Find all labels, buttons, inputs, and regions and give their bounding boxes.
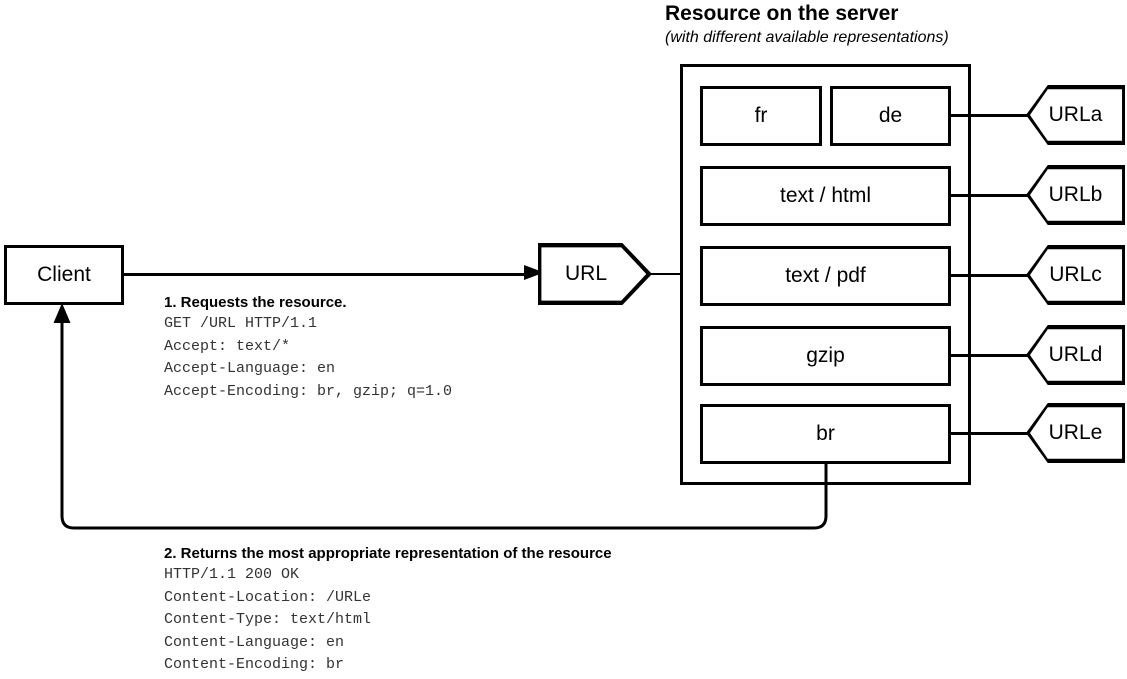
connector-urle xyxy=(949,432,1029,435)
representation-box-br[interactable]: br xyxy=(700,404,951,464)
representation-box-text-pdf[interactable]: text / pdf xyxy=(700,246,951,306)
url-tag-urld[interactable]: URLd xyxy=(1026,325,1125,385)
request-heading: 1. Requests the resource. xyxy=(164,294,347,311)
response-line: Content-Encoding: br xyxy=(164,656,345,673)
server-title: Resource on the server xyxy=(665,2,899,25)
url-node[interactable]: URL xyxy=(538,243,652,305)
response-heading: 2. Returns the most appropriate represen… xyxy=(164,545,612,562)
connector-urla xyxy=(949,114,1029,117)
representation-label: text / html xyxy=(779,184,872,207)
representation-label: fr xyxy=(754,104,768,127)
url-tag-label: URLd xyxy=(1048,343,1103,366)
response-line: Content-Location: /URLe xyxy=(164,588,372,606)
request-line: GET /URL HTTP/1.1 xyxy=(164,315,318,332)
response-line: Content-Type: text/html xyxy=(164,611,372,628)
representation-box-fr[interactable]: fr xyxy=(700,86,822,146)
connector-urlc xyxy=(949,274,1029,277)
request-note: 1. Requests the resource. GET /URL HTTP/… xyxy=(164,294,452,403)
representation-box-de[interactable]: de xyxy=(830,86,951,146)
response-line: HTTP/1.1 200 OK xyxy=(164,566,300,583)
representation-label: de xyxy=(878,104,903,127)
url-tag-urlb[interactable]: URLb xyxy=(1026,165,1125,225)
representation-box-gzip[interactable]: gzip xyxy=(700,326,951,386)
representation-box-text-html[interactable]: text / html xyxy=(700,166,951,226)
url-tag-label: URLe xyxy=(1048,421,1103,444)
request-line: Accept-Language: en xyxy=(164,360,336,377)
connector-urlb xyxy=(949,194,1029,197)
url-tag-inner: URLa xyxy=(1029,89,1123,141)
url-tag-inner: URLd xyxy=(1029,329,1123,381)
url-tag-label: URLc xyxy=(1049,263,1102,286)
url-tag-urle[interactable]: URLe xyxy=(1026,403,1125,463)
url-to-server-connector xyxy=(646,273,682,275)
representation-label: gzip xyxy=(806,344,845,367)
request-arrow-line xyxy=(124,273,534,276)
response-line: Content-Language: en xyxy=(164,633,345,651)
url-node-label: URL xyxy=(564,262,607,285)
connector-urld xyxy=(949,354,1029,357)
server-subtitle: (with different available representation… xyxy=(665,29,949,46)
url-tag-inner: URLb xyxy=(1029,169,1123,221)
request-line: Accept-Encoding: br, gzip; q=1.0 xyxy=(164,382,453,400)
url-tag-urlc[interactable]: URLc xyxy=(1026,245,1125,305)
request-arrow-head xyxy=(524,265,544,280)
url-tag-inner: URLe xyxy=(1029,407,1123,459)
url-tag-urla[interactable]: URLa xyxy=(1026,85,1125,145)
url-tag-label: URLa xyxy=(1048,103,1103,126)
response-arrow-head xyxy=(53,303,71,323)
url-tag-label: URLb xyxy=(1048,183,1103,206)
client-label: Client xyxy=(37,263,91,286)
url-node-inner: URL xyxy=(541,247,647,301)
representation-label: br xyxy=(816,422,835,445)
representation-label: text / pdf xyxy=(785,264,866,287)
request-line: Accept: text/* xyxy=(164,337,291,355)
client-node[interactable]: Client xyxy=(4,245,124,305)
url-tag-inner: URLc xyxy=(1029,249,1123,301)
response-note: 2. Returns the most appropriate represen… xyxy=(164,545,612,677)
